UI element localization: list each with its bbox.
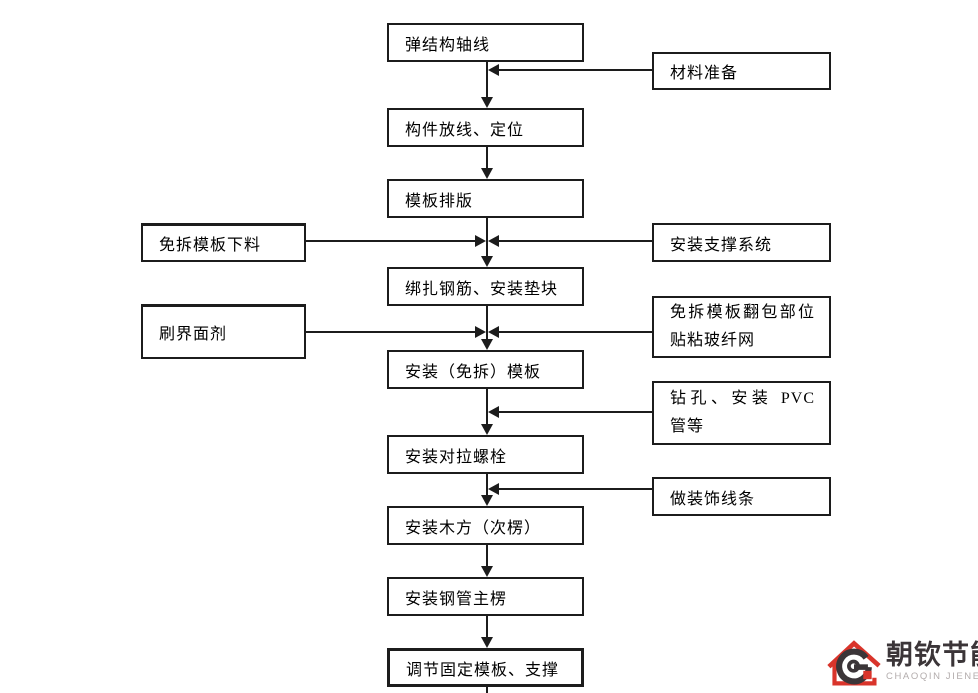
step-label: 调节固定模板、支撑 xyxy=(406,661,560,679)
arrowhead-left-support-system xyxy=(488,235,499,247)
step-label: 免拆模板翻包部位贴粘玻纤网 xyxy=(670,304,815,349)
connector-v3 xyxy=(486,218,488,257)
arrowhead-left-fiber-mesh xyxy=(488,326,499,338)
arrowhead-down-4 xyxy=(481,339,493,350)
step-label: 安装支撑系统 xyxy=(670,236,773,254)
logo-house-icon xyxy=(827,640,881,686)
connector-v4 xyxy=(486,306,488,340)
connector-v9-tail xyxy=(486,687,488,693)
arrowhead-down-3 xyxy=(481,256,493,267)
connector-fiber-mesh xyxy=(499,331,652,333)
connector-v5 xyxy=(486,389,488,425)
step-label: 免拆模板下料 xyxy=(159,237,262,254)
connector-v7 xyxy=(486,545,488,567)
step-label: 安装（免拆）模板 xyxy=(405,363,542,381)
step-label: 绑扎钢筋、安装垫块 xyxy=(405,280,559,298)
connector-support-system xyxy=(499,240,652,242)
step-paste-glass-fiber-mesh: 免拆模板翻包部位贴粘玻纤网 xyxy=(652,296,831,358)
arrowhead-right-interface-agent xyxy=(475,326,486,338)
step-brush-interface-agent: 刷界面剂 xyxy=(141,304,306,359)
arrowhead-right-formwork-cutting xyxy=(475,235,486,247)
logo-company-subtitle: CHAOQIN JIENENG xyxy=(886,671,978,682)
logo-text: 朝钦节能 CHAOQIN JIENENG xyxy=(886,640,978,683)
company-logo: 朝钦节能 CHAOQIN JIENENG xyxy=(826,636,978,688)
step-component-layout-positioning: 构件放线、定位 xyxy=(387,108,584,147)
step-formwork-layout: 模板排版 xyxy=(387,179,584,218)
arrowhead-left-decorative-moldings xyxy=(488,483,499,495)
arrowhead-down-1 xyxy=(481,97,493,108)
connector-formwork-cutting xyxy=(306,240,475,242)
connector-v1 xyxy=(486,62,488,99)
arrowhead-down-8 xyxy=(481,637,493,648)
step-label: 弹结构轴线 xyxy=(405,36,491,54)
arrowhead-down-7 xyxy=(481,566,493,577)
arrowhead-left-pvc-pipes xyxy=(488,406,499,418)
step-adjust-fix-formwork-supports: 调节固定模板、支撑 xyxy=(387,648,584,687)
arrowhead-down-2 xyxy=(481,168,493,179)
step-tie-rebar-install-spacers: 绑扎钢筋、安装垫块 xyxy=(387,267,584,306)
step-install-timber-secondary-joists: 安装木方（次楞） xyxy=(387,506,584,545)
connector-pvc-pipes xyxy=(499,411,652,413)
step-label: 刷界面剂 xyxy=(159,326,228,343)
step-snap-structural-axis: 弹结构轴线 xyxy=(387,23,584,62)
connector-v2 xyxy=(486,147,488,169)
logo-company-name: 朝钦节能 xyxy=(886,640,978,670)
step-formwork-blank-cutting: 免拆模板下料 xyxy=(141,223,306,262)
step-install-stay-in-place-formwork: 安装（免拆）模板 xyxy=(387,350,584,389)
connector-v8 xyxy=(486,616,488,638)
step-label: 材料准备 xyxy=(670,65,739,82)
step-label: 安装对拉螺栓 xyxy=(405,448,508,466)
step-install-steel-pipe-main-joists: 安装钢管主楞 xyxy=(387,577,584,616)
arrowhead-down-6 xyxy=(481,495,493,506)
step-label: 做装饰线条 xyxy=(670,490,756,508)
step-label: 安装木方（次楞） xyxy=(405,519,542,537)
connector-material-preparation xyxy=(499,69,652,71)
step-label: 钻孔、安装 PVC 管等 xyxy=(670,390,815,435)
step-install-tie-bolts: 安装对拉螺栓 xyxy=(387,435,584,474)
step-label: 模板排版 xyxy=(405,192,474,210)
step-install-support-system: 安装支撑系统 xyxy=(652,223,831,262)
step-decorative-moldings: 做装饰线条 xyxy=(652,477,831,516)
connector-interface-agent xyxy=(306,331,475,333)
step-label: 构件放线、定位 xyxy=(405,121,525,139)
arrowhead-left-material xyxy=(488,64,499,76)
connector-v6 xyxy=(486,474,488,496)
step-label: 安装钢管主楞 xyxy=(405,590,508,608)
step-material-preparation: 材料准备 xyxy=(652,52,831,90)
connector-decorative-moldings xyxy=(499,488,652,490)
arrowhead-down-5 xyxy=(481,424,493,435)
step-drill-install-pvc-pipes: 钻孔、安装 PVC 管等 xyxy=(652,381,831,445)
